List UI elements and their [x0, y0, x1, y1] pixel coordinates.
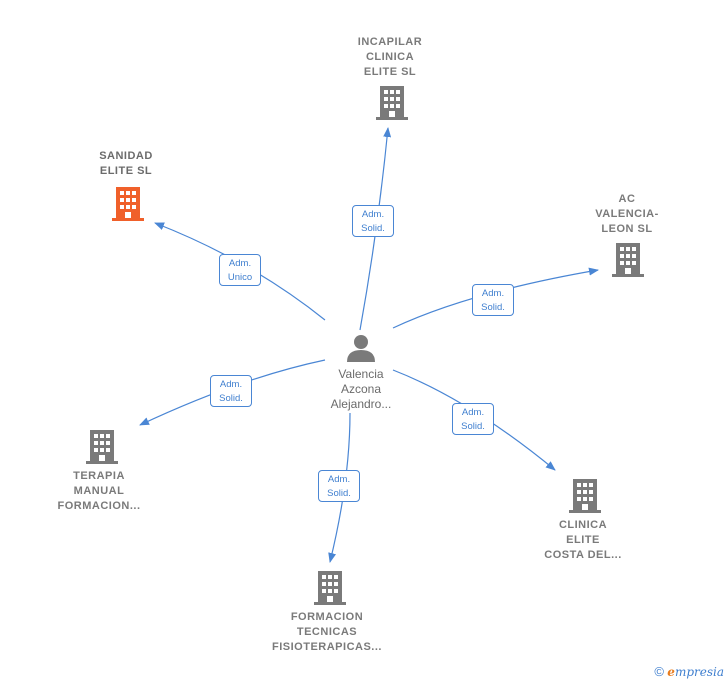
company-name[interactable]: INCAPILAR CLINICA ELITE SL	[357, 36, 423, 78]
company-name[interactable]: SANIDAD ELITE SL	[99, 150, 153, 177]
relation-label[interactable]: Adm. Solid.	[472, 284, 514, 316]
relation-label[interactable]: Adm. Solid.	[318, 470, 360, 502]
company-node-incapilar[interactable]: INCAPILAR CLINICA ELITE SL	[340, 35, 440, 80]
company-name[interactable]: FORMACION TECNICAS FISIOTERAPICAS...	[272, 611, 382, 653]
company-name[interactable]: AC VALENCIA- LEON SL	[595, 193, 659, 235]
company-node-ac[interactable]: AC VALENCIA- LEON SL	[577, 192, 677, 237]
building-icon[interactable]	[86, 430, 118, 464]
copyright-symbol: ©	[654, 664, 664, 679]
building-icon[interactable]	[612, 243, 644, 277]
footer-brand: © empresia	[654, 664, 724, 679]
building-icon[interactable]	[376, 86, 408, 120]
person-icon[interactable]	[346, 333, 376, 363]
company-node-terapia[interactable]: TERAPIA MANUAL FORMACION...	[44, 469, 154, 514]
relation-label[interactable]: Adm. Solid.	[352, 205, 394, 237]
company-name[interactable]: CLINICA ELITE COSTA DEL...	[544, 519, 622, 561]
relation-label[interactable]: Adm. Solid.	[210, 375, 252, 407]
company-node-sanidad[interactable]: SANIDAD ELITE SL	[76, 149, 176, 179]
company-node-formacion[interactable]: FORMACION TECNICAS FISIOTERAPICAS...	[262, 610, 392, 655]
building-icon-highlight[interactable]	[112, 187, 144, 221]
building-icon[interactable]	[569, 479, 601, 513]
building-icon[interactable]	[314, 571, 346, 605]
company-name[interactable]: TERAPIA MANUAL FORMACION...	[57, 470, 141, 512]
relation-label[interactable]: Adm. Solid.	[452, 403, 494, 435]
center-person-name[interactable]: Valencia Azcona Alejandro...	[330, 367, 392, 411]
brand-logo[interactable]: empresia	[667, 665, 724, 679]
company-node-clinica[interactable]: CLINICA ELITE COSTA DEL...	[528, 518, 638, 563]
relation-label[interactable]: Adm. Unico	[219, 254, 261, 286]
